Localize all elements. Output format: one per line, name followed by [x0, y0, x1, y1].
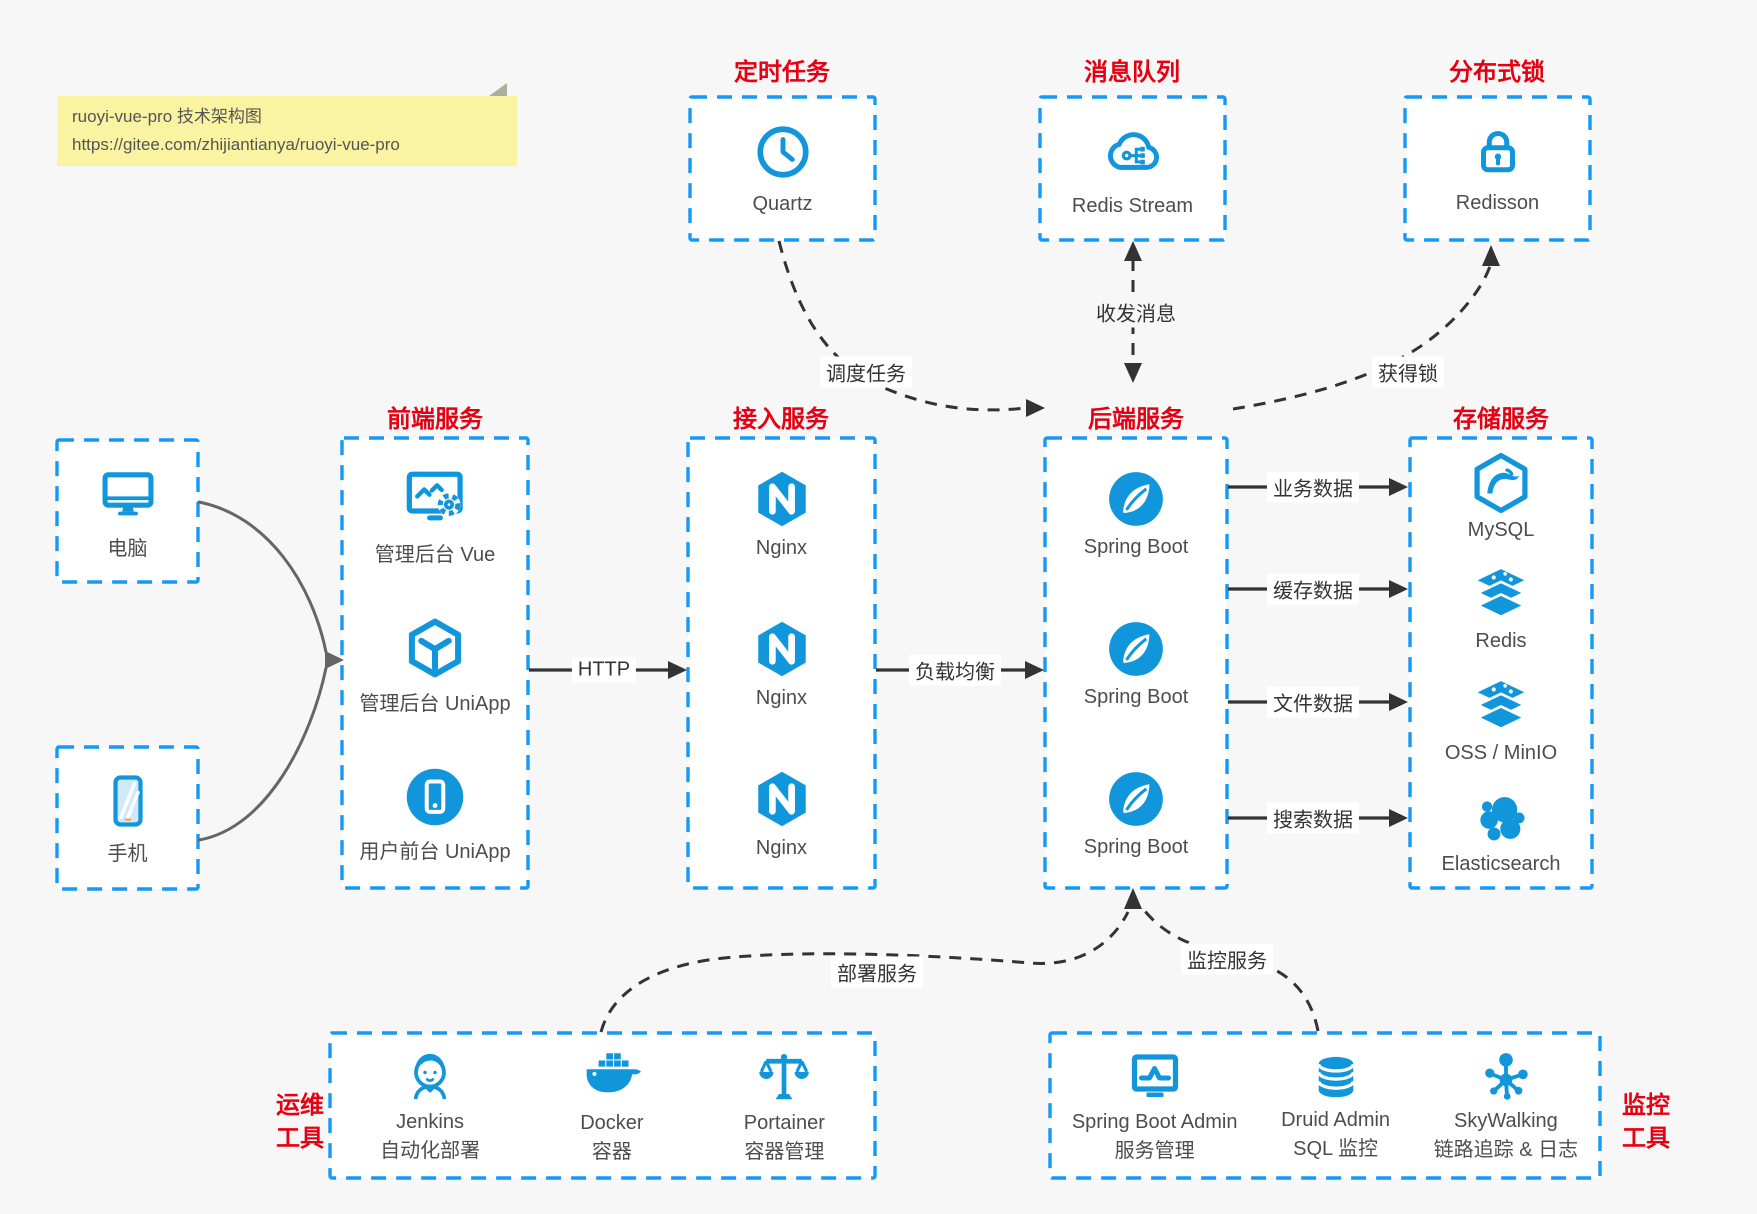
- lock-icon: [1468, 122, 1528, 182]
- edge-label-load-balance: 负载均衡: [909, 654, 1001, 686]
- mysql-icon: [1468, 450, 1534, 516]
- elasticsearch-icon: [1470, 788, 1532, 850]
- frontend-box: 管理后台 Vue 管理后台 UniApp 用户前台 UniApp: [342, 438, 528, 888]
- node-mysql: MySQL: [1468, 450, 1534, 542]
- docker-icon: [581, 1046, 643, 1108]
- node-admin-vue: 管理后台 Vue: [375, 462, 495, 567]
- title-frontend-service: 前端服务: [387, 406, 483, 433]
- uniapp-cube-icon: [402, 615, 468, 681]
- node-portainer: Portainer 容器管理: [744, 1046, 825, 1166]
- jenkins-icon: [400, 1047, 460, 1107]
- clock-icon: [752, 121, 814, 183]
- user-app-icon: [403, 765, 467, 829]
- phone-icon: [98, 771, 158, 831]
- sticky-note: ruoyi-vue-pro 技术架构图 https://gitee.com/zh…: [57, 83, 517, 166]
- solid-arrows: [529, 485, 1389, 820]
- redis-stream-label: Redis Stream: [1071, 195, 1194, 217]
- node-admin-uniapp: 管理后台 UniApp: [359, 615, 511, 716]
- edge-label-deploy-service: 部署服务: [831, 956, 923, 988]
- node-nginx-2: Nginx: [750, 617, 814, 710]
- node-jenkins: Jenkins 自动化部署: [380, 1047, 480, 1165]
- node-redis: Redis: [1470, 565, 1532, 653]
- title-message-queue: 消息队列: [1084, 59, 1180, 86]
- storage-box: MySQL Redis OSS / MinIO Elasticsearch: [1410, 438, 1592, 888]
- node-springboot-3: Spring Boot: [1084, 768, 1188, 859]
- node-springboot-2: Spring Boot: [1084, 618, 1188, 709]
- edge-label-business-data: 业务数据: [1267, 471, 1359, 503]
- nginx-icon: [750, 767, 814, 831]
- title-ops-tools: 运维 工具: [276, 1092, 324, 1152]
- node-nginx-3: Nginx: [750, 767, 814, 860]
- node-nginx-1: Nginx: [750, 467, 814, 560]
- node-druid-admin: Druid Admin SQL 监控: [1281, 1049, 1390, 1163]
- computer-label: 电脑: [107, 537, 148, 560]
- note-title: ruoyi-vue-pro 技术架构图: [72, 107, 262, 126]
- nginx-icon: [750, 617, 814, 681]
- acquire-lock-curve: [1232, 262, 1493, 411]
- phone-label: 手机: [107, 842, 148, 865]
- edge-label-send-receive-msg: 收发消息: [1090, 296, 1182, 328]
- node-redisson: Redisson: [1405, 97, 1590, 240]
- computer-icon: [96, 462, 160, 526]
- druid-database-icon: [1308, 1049, 1364, 1105]
- portainer-icon: [753, 1046, 815, 1108]
- node-computer: 电脑: [57, 440, 198, 582]
- backend-box: Spring Boot Spring Boot Spring Boot: [1045, 438, 1227, 888]
- edge-label-file-data: 文件数据: [1267, 686, 1359, 718]
- node-docker: Docker 容器: [580, 1046, 644, 1166]
- cloud-stream-icon: [1098, 119, 1168, 185]
- computer-to-frontend-curve: [197, 500, 328, 654]
- spring-boot-icon: [1105, 768, 1167, 830]
- gateway-box: Nginx Nginx Nginx: [688, 438, 875, 888]
- spring-boot-icon: [1105, 618, 1167, 680]
- spring-boot-admin-icon: [1125, 1047, 1185, 1107]
- quartz-label: Quartz: [752, 193, 813, 215]
- edge-label-search-data: 搜索数据: [1267, 802, 1359, 834]
- oss-stack-icon: [1470, 677, 1532, 739]
- note-fold: [489, 83, 507, 96]
- node-elasticsearch: Elasticsearch: [1442, 788, 1560, 876]
- ops-box: Jenkins 自动化部署 Docker 容器 Portainer 容器管理: [330, 1033, 875, 1178]
- edge-label-schedule-task: 调度任务: [820, 356, 912, 388]
- title-monitor-tools: 监控 工具: [1622, 1092, 1670, 1152]
- spring-boot-icon: [1105, 468, 1167, 530]
- node-spring-boot-admin: Spring Boot Admin 服务管理: [1072, 1047, 1237, 1165]
- admin-vue-icon: [400, 462, 470, 532]
- node-quartz: Quartz: [690, 97, 875, 240]
- title-gateway-service: 接入服务: [733, 406, 829, 433]
- redis-stack-icon: [1470, 565, 1532, 627]
- edge-label-monitor-service: 监控服务: [1181, 943, 1273, 975]
- node-phone: 手机: [57, 747, 198, 889]
- phone-to-frontend-curve: [197, 666, 328, 842]
- redisson-label: Redisson: [1455, 192, 1540, 214]
- edge-label-cache-data: 缓存数据: [1267, 573, 1359, 605]
- edge-label-http: HTTP: [571, 657, 637, 683]
- note-url: https://gitee.com/zhijiantianya/ruoyi-vu…: [72, 135, 400, 154]
- client-arrows: [197, 500, 328, 842]
- node-redis-stream: Redis Stream: [1040, 97, 1225, 240]
- node-skywalking: SkyWalking 链路追踪 & 日志: [1434, 1048, 1578, 1164]
- node-oss-minio: OSS / MinIO: [1445, 677, 1557, 765]
- title-distributed-lock: 分布式锁: [1449, 59, 1545, 86]
- title-scheduled-task: 定时任务: [734, 59, 830, 86]
- skywalking-icon: [1477, 1048, 1535, 1106]
- monitor-box: Spring Boot Admin 服务管理 Druid Admin SQL 监…: [1050, 1033, 1600, 1178]
- title-backend-service: 后端服务: [1088, 406, 1184, 433]
- node-springboot-1: Spring Boot: [1084, 468, 1188, 559]
- nginx-icon: [750, 467, 814, 531]
- node-user-uniapp: 用户前台 UniApp: [359, 765, 511, 864]
- edge-label-acquire-lock: 获得锁: [1372, 356, 1444, 388]
- title-storage-service: 存储服务: [1453, 406, 1549, 433]
